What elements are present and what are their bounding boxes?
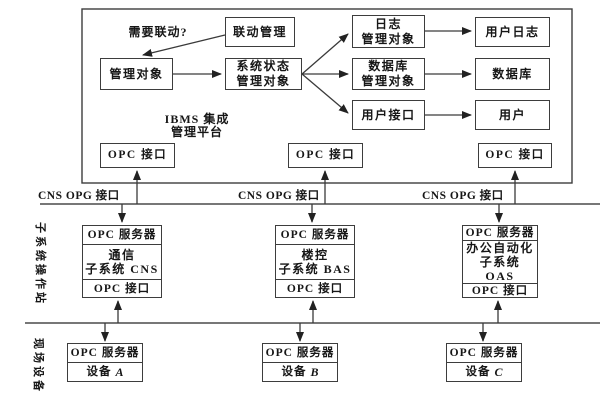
mgmt-object-box: 管理对象	[100, 58, 173, 90]
arrow-linkage-to-mgmt	[142, 34, 226, 57]
db-mgmt-line1: 数据库	[368, 59, 409, 73]
cns-bus-label-3: CNS OPG 接口	[422, 190, 504, 202]
subsystem-station-side-label: 子系统操作站	[34, 222, 46, 306]
field-device-side-label: 现场设备	[32, 338, 44, 394]
platform-opc-interface-label-1: OPC 接口	[107, 149, 168, 161]
device-c-server-label: OPC 服务器	[449, 346, 519, 359]
platform-title-line2: 管理平台	[170, 125, 223, 139]
device-box-c: OPC 服务器 设备 C	[446, 343, 522, 382]
subsystem-cns-name-line1: 通信	[108, 248, 136, 262]
db-mgmt-box: 数据库 管理对象	[352, 58, 425, 90]
system-status-line1: 系统状态	[236, 59, 291, 73]
subsystem-oas-interface-label: OPC 接口	[463, 283, 537, 298]
linkage-mgmt-label: 联动管理	[232, 24, 287, 39]
db-mgmt-line2: 管理对象	[361, 74, 416, 88]
mgmt-object-label: 管理对象	[109, 66, 164, 81]
log-mgmt-line2: 管理对象	[361, 31, 416, 46]
user-log-label: 用户日志	[485, 24, 540, 39]
linkage-mgmt-box: 联动管理	[225, 17, 295, 47]
device-a-name-text: 设备	[86, 365, 112, 378]
system-status-box: 系统状态 管理对象	[225, 58, 302, 90]
subsystem-oas-name: 办公自动化 子系统 OAS	[463, 240, 537, 283]
device-a-name: 设备 A	[68, 362, 142, 381]
device-c-name-text: 设备	[465, 365, 491, 378]
cns-bus-label-2: CNS OPG 接口	[238, 190, 320, 202]
subsystem-bas-name-line1: 楼控	[301, 248, 329, 262]
subsystem-oas-server-label: OPC 服务器	[465, 227, 535, 239]
platform-title: IBMS 集成 管理平台	[152, 113, 242, 139]
device-a-suffix: A	[115, 364, 124, 379]
platform-opc-interface-box-3: OPC 接口	[478, 143, 552, 168]
device-c-name: 设备 C	[447, 362, 521, 381]
device-b-name: 设备 B	[263, 362, 337, 381]
subsystem-box-bas: OPC 服务器 楼控 子系统 BAS OPC 接口	[275, 225, 355, 298]
platform-opc-interface-label-3: OPC 接口	[485, 149, 545, 161]
subsystem-oas-name-line1: 办公自动化	[466, 241, 534, 255]
platform-opc-interface-label-2: OPC 接口	[295, 149, 356, 161]
arrow-status-to-log	[301, 33, 349, 75]
subsystem-box-oas: OPC 服务器 办公自动化 子系统 OAS OPC 接口	[462, 225, 538, 298]
platform-opc-interface-box-1: OPC 接口	[100, 143, 175, 168]
subsystem-box-cns: OPC 服务器 通信 子系统 CNS OPC 接口	[82, 225, 162, 298]
device-b-name-text: 设备	[281, 365, 307, 378]
device-box-a: OPC 服务器 设备 A	[67, 343, 143, 382]
database-label: 数据库	[492, 66, 533, 81]
subsystem-bas-name: 楼控 子系统 BAS	[276, 244, 354, 279]
subsystem-cns-server-label: OPC 服务器	[87, 229, 157, 241]
system-status-line2: 管理对象	[236, 74, 291, 88]
device-a-server-label: OPC 服务器	[70, 346, 140, 359]
device-b-server-label: OPC 服务器	[265, 346, 335, 359]
device-box-b: OPC 服务器 设备 B	[262, 343, 338, 382]
user-interface-box: 用户接口	[352, 100, 425, 130]
device-c-suffix: C	[494, 364, 503, 379]
platform-title-line1: IBMS 集成	[164, 112, 230, 126]
subsystem-oas-name-line2: 子系统 OAS	[479, 255, 521, 283]
arrow-status-to-userif	[301, 73, 349, 114]
device-b-suffix: B	[310, 364, 319, 379]
user-interface-label: 用户接口	[361, 107, 416, 122]
database-box: 数据库	[475, 58, 550, 90]
subsystem-cns-name: 通信 子系统 CNS	[83, 244, 161, 279]
user-box: 用户	[475, 100, 550, 130]
subsystem-cns-interface-label: OPC 接口	[83, 279, 161, 297]
question-label: 需要联动?	[128, 25, 188, 39]
subsystem-cns-name-line2: 子系统 CNS	[85, 262, 159, 276]
platform-frame	[81, 8, 573, 184]
subsystem-bas-server-label: OPC 服务器	[280, 229, 350, 241]
platform-opc-interface-box-2: OPC 接口	[288, 143, 363, 168]
user-log-box: 用户日志	[475, 17, 550, 47]
user-label: 用户	[498, 107, 526, 122]
subsystem-bas-name-line2: 子系统 BAS	[278, 262, 352, 276]
cns-bus-label-1: CNS OPG 接口	[38, 190, 120, 202]
log-mgmt-box: 日志 管理对象	[352, 15, 425, 48]
subsystem-bas-interface-label: OPC 接口	[276, 279, 354, 297]
log-mgmt-line1: 日志	[374, 16, 402, 31]
